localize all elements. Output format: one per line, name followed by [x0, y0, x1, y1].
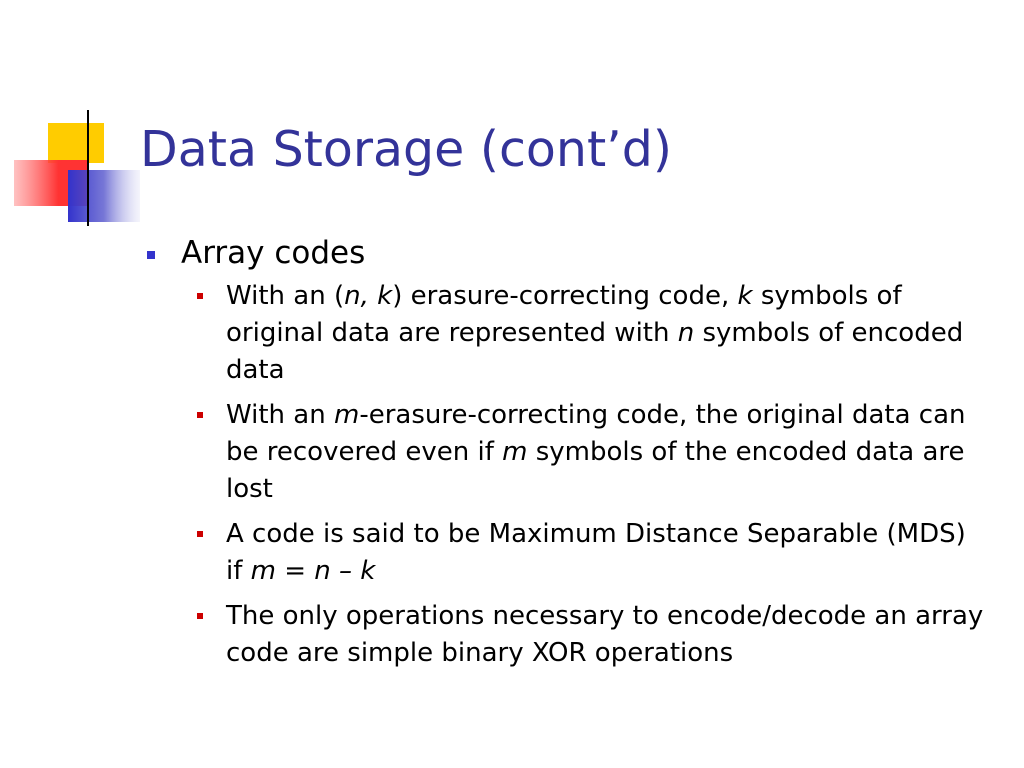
italic-term: m — [333, 400, 360, 430]
square-bullet-icon — [197, 613, 203, 619]
square-bullet-icon — [197, 293, 203, 299]
bullet-label: Array codes — [181, 235, 366, 271]
bullet-item-array-codes: Array codes — [145, 232, 995, 274]
text-run: symbols of original data are represented… — [226, 281, 902, 348]
sub-bullet-list: With an (n, k) erasure-correcting code, … — [195, 278, 995, 672]
italic-term: m — [502, 437, 528, 467]
sub-bullet-item: The only operations necessary to encode/… — [195, 598, 995, 672]
sub-bullet-item: With an m-erasure-correcting code, the o… — [195, 397, 995, 508]
square-bullet-icon — [197, 531, 203, 537]
text-run: symbols of the encoded data are lost — [226, 437, 965, 504]
square-bullet-icon — [197, 412, 203, 418]
slide-title: Data Storage (cont’d) — [140, 121, 672, 178]
square-bullet-icon — [147, 251, 155, 259]
text-run: symbols of encoded data — [226, 318, 964, 385]
italic-term: n, k — [344, 281, 393, 311]
sub-bullet-text: With an (n, k) erasure-correcting code, … — [226, 278, 986, 389]
text-run: The only operations necessary to encode/… — [226, 601, 984, 668]
text-run: -erasure-correcting code, the original d… — [226, 400, 966, 467]
bullet-list: Array codes With an (n, k) erasure-corre… — [145, 232, 995, 680]
text-run: ) erasure-correcting code, — [392, 281, 738, 311]
italic-term: m = n – k — [250, 556, 376, 586]
text-run: A code is said to be Maximum Distance Se… — [226, 519, 966, 586]
text-run: With an ( — [226, 281, 345, 311]
italic-term: n — [677, 318, 695, 348]
italic-term: k — [737, 281, 753, 311]
sub-bullet-text: A code is said to be Maximum Distance Se… — [226, 516, 986, 590]
sub-bullet-item: With an (n, k) erasure-correcting code, … — [195, 278, 995, 389]
sub-bullet-text: The only operations necessary to encode/… — [226, 598, 986, 672]
sub-bullet-text: With an m-erasure-correcting code, the o… — [226, 397, 986, 508]
text-run: With an — [226, 400, 334, 430]
sub-bullet-item: A code is said to be Maximum Distance Se… — [195, 516, 995, 590]
